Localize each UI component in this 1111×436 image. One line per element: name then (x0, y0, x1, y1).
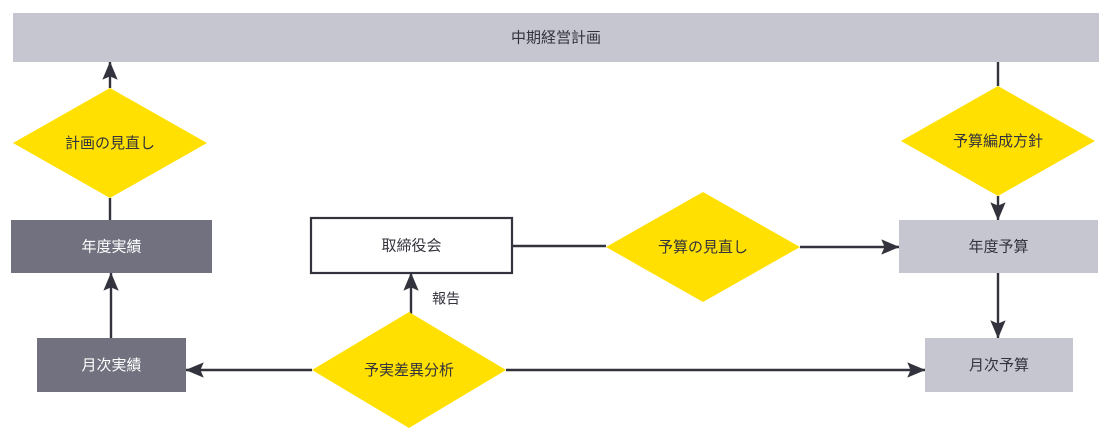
monthly-result-box[interactable]: 月次実績 (37, 338, 186, 392)
node-shape[interactable] (13, 13, 1099, 62)
node-label: 取締役会 (381, 237, 441, 254)
node-shape[interactable] (309, 216, 514, 275)
node-label: 年度実績 (81, 238, 141, 255)
monthly-budget-box[interactable]: 月次予算 (925, 338, 1073, 392)
node-shape[interactable] (901, 86, 1095, 196)
annual-budget-box[interactable]: 年度予算 (899, 220, 1098, 273)
node-label: 計画の見直し (65, 135, 155, 152)
node-shape[interactable] (899, 220, 1098, 273)
annual-result-box[interactable]: 年度実績 (11, 220, 212, 273)
edge-labels-layer: 報告 (432, 291, 460, 307)
node-shape[interactable] (312, 312, 506, 428)
node-label: 月次実績 (81, 357, 141, 374)
budget-review-diamond[interactable]: 予算の見直し (606, 192, 800, 302)
edge-label: 報告 (432, 291, 460, 307)
node-label: 予算の見直し (658, 238, 748, 256)
node-label: 月次予算 (969, 356, 1029, 374)
node-label: 予実差異分析 (364, 362, 454, 379)
node-shape[interactable] (925, 338, 1073, 392)
node-label: 年度予算 (968, 237, 1028, 255)
mid-term-management-plan-bar[interactable]: 中期経営計画 (13, 13, 1099, 62)
edges-layer (102, 61, 1006, 378)
node-shape[interactable] (13, 88, 207, 198)
node-shape[interactable] (37, 338, 186, 392)
node-label: 中期経営計画 (511, 29, 601, 46)
budget-formulation-policy-diamond[interactable]: 予算編成方針 (901, 86, 1095, 196)
board-meeting-box[interactable]: 取締役会 (309, 216, 514, 275)
variance-analysis-diamond[interactable]: 予実差異分析 (312, 312, 506, 428)
node-shape[interactable] (606, 192, 800, 302)
plan-review-diamond[interactable]: 計画の見直し (13, 88, 207, 198)
node-shape[interactable] (11, 220, 212, 273)
node-label: 予算編成方針 (953, 132, 1043, 150)
